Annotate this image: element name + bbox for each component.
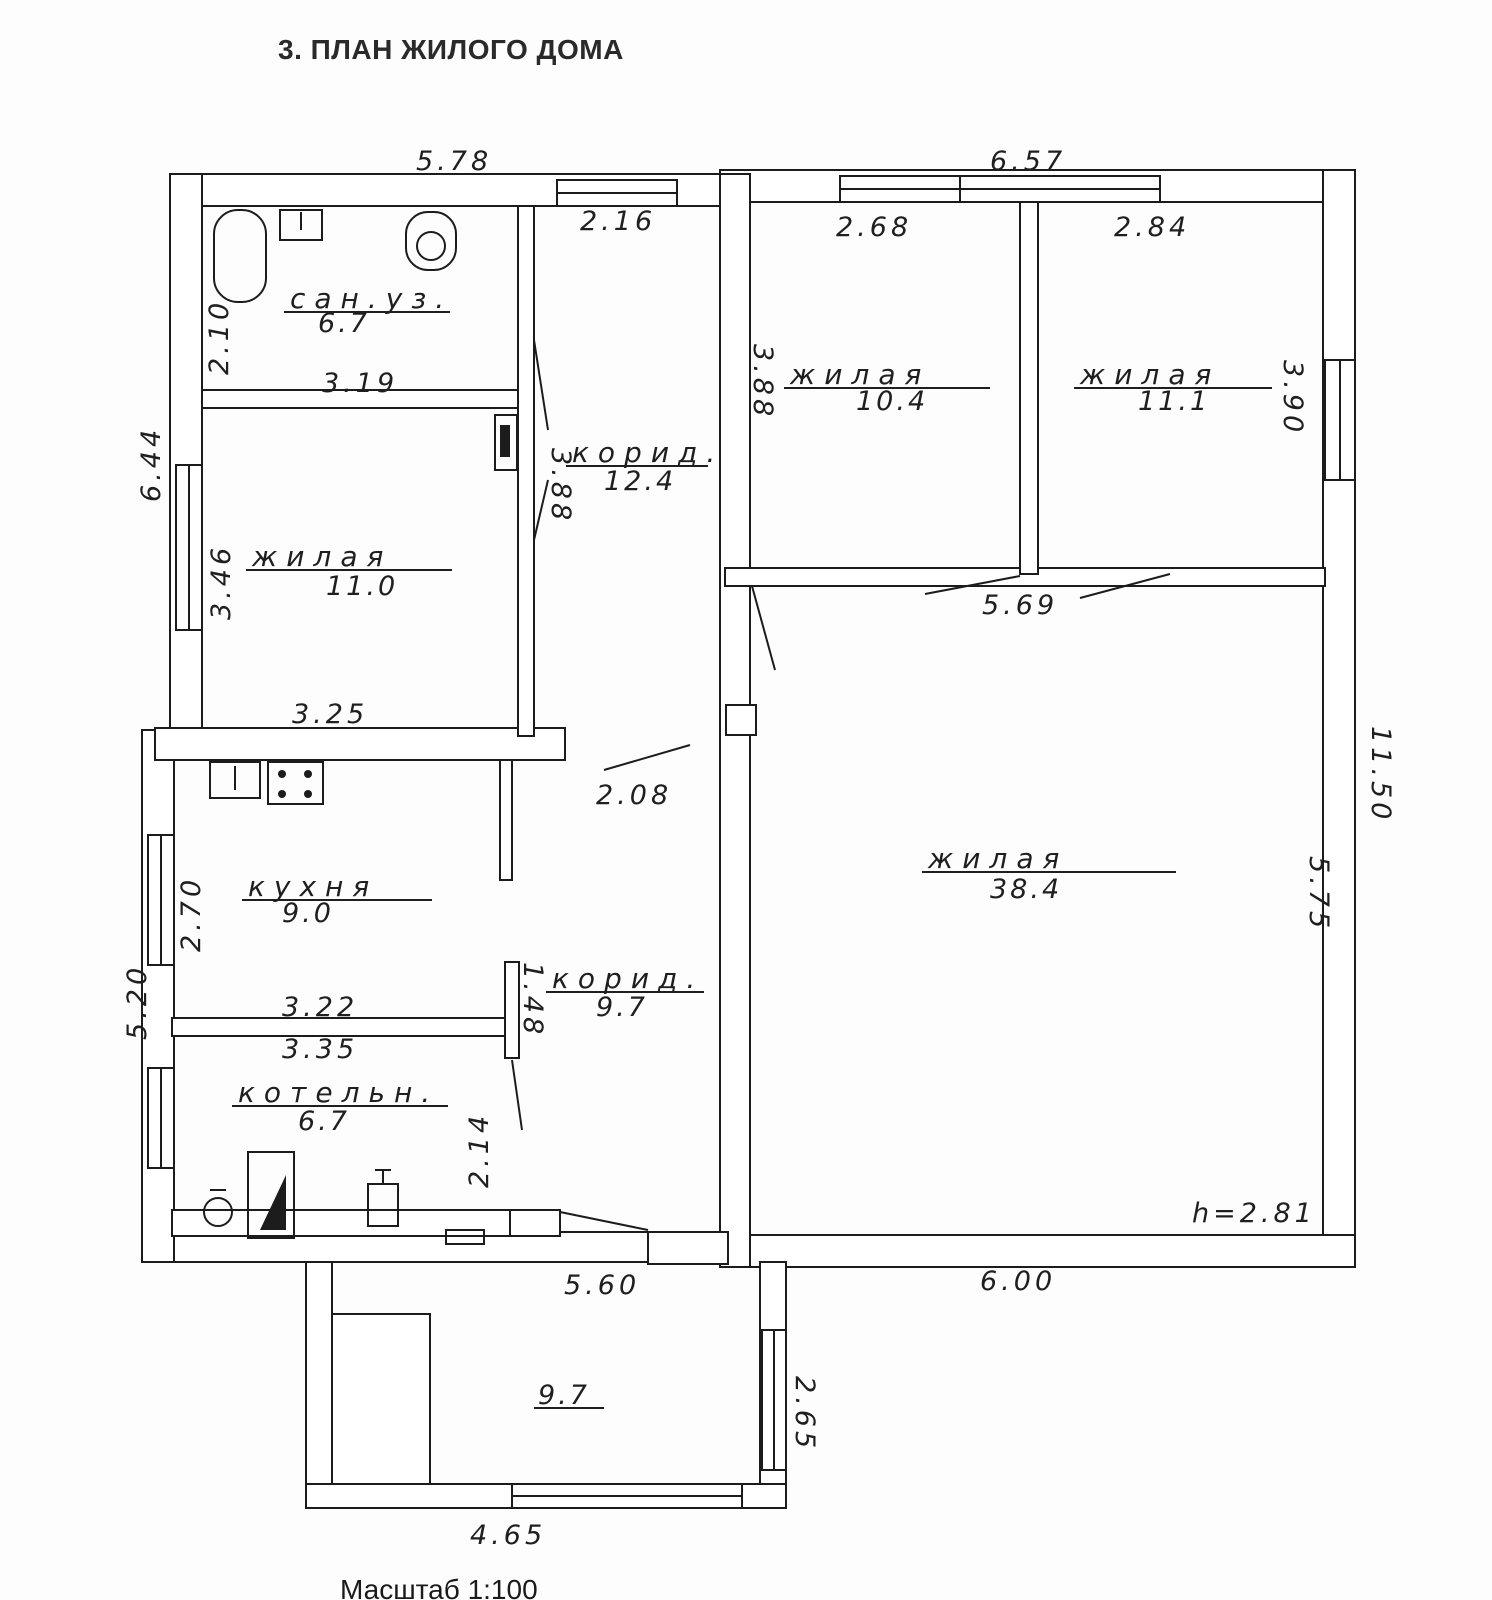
door-bathroom bbox=[533, 339, 549, 431]
dim-boiler-side: 2.14 bbox=[464, 1112, 495, 1188]
dimension-labels: 5.78 6.57 2.16 2.68 2.84 2.10 3.19 3.88 … bbox=[122, 146, 1396, 1551]
room-name-corridor-1: корид. bbox=[572, 436, 724, 469]
room-name-living-3: жилая bbox=[1079, 358, 1220, 391]
room-area-living-3: 11.1 bbox=[1138, 386, 1210, 417]
room-name-boiler: котельн. bbox=[238, 1076, 439, 1109]
windows bbox=[147, 175, 1356, 1509]
dim-living1-bottom: 3.25 bbox=[292, 699, 368, 730]
wall-living1-bottom bbox=[154, 727, 566, 761]
room-name-living-1: жилая bbox=[251, 540, 392, 573]
room-name-living-2: жилая bbox=[789, 358, 930, 391]
wall-kitchen-right bbox=[499, 759, 513, 881]
door-boiler bbox=[511, 1059, 523, 1131]
room-labels: сан.уз. 6.7 жилая 11.0 корид. 12.4 жилая… bbox=[232, 282, 1272, 1411]
dim-boiler-top: 3.35 bbox=[282, 1034, 358, 1065]
room-area-kitchen: 9.0 bbox=[282, 898, 334, 929]
dim-living1-side: 3.46 bbox=[206, 544, 237, 620]
dim-left-outer-lower: 5.20 bbox=[122, 964, 153, 1040]
dim-corridor2-side: 1.48 bbox=[517, 962, 548, 1038]
wall-left-upper bbox=[169, 173, 203, 735]
kitchen-sink-icon bbox=[209, 761, 261, 799]
wall-bottom-right bbox=[719, 1234, 1356, 1268]
room-name-bathroom: сан.уз. bbox=[290, 282, 453, 315]
boiler-icon bbox=[247, 1151, 295, 1239]
meter-icon bbox=[445, 1229, 485, 1245]
door-hall bbox=[751, 585, 776, 671]
room-area-living-4: 38.4 bbox=[990, 874, 1062, 905]
wall-right bbox=[1322, 169, 1356, 1268]
room-area-living-2: 10.4 bbox=[856, 386, 928, 417]
dim-bath-width: 3.19 bbox=[322, 368, 398, 399]
wall-corridor2-left bbox=[504, 961, 520, 1059]
dim-bath-side: 2.10 bbox=[204, 299, 235, 375]
dim-living3-side: 3.90 bbox=[1277, 360, 1308, 436]
dim-ceiling-height: h=2.81 bbox=[1192, 1198, 1316, 1229]
page-title: 3. ПЛАН ЖИЛОГО ДОМА bbox=[278, 34, 624, 65]
dim-left-outer-upper: 6.44 bbox=[136, 426, 167, 502]
room-area-bathroom: 6.7 bbox=[318, 308, 370, 339]
dim-corridor-side: 3.88 bbox=[545, 448, 576, 524]
wall-entry-stub bbox=[647, 1231, 729, 1265]
dim-living4-side: 5.75 bbox=[1303, 856, 1334, 932]
door-living2 bbox=[924, 575, 1021, 595]
dim-bottom-right: 6.00 bbox=[980, 1266, 1056, 1297]
fixtures bbox=[203, 209, 518, 1245]
room-name-kitchen: кухня bbox=[248, 870, 378, 903]
room-area-corridor-1: 12.4 bbox=[604, 466, 676, 497]
dim-top-left: 5.78 bbox=[416, 146, 492, 177]
door-living3 bbox=[1079, 573, 1171, 599]
scale-label: Масштаб 1:100 bbox=[340, 1574, 538, 1600]
dim-living2-top: 2.68 bbox=[836, 212, 912, 243]
room-area-living-1: 11.0 bbox=[326, 571, 398, 602]
doors bbox=[511, 339, 1171, 1231]
dim-hall-width: 2.08 bbox=[596, 780, 672, 811]
room-area-corridor-2: 9.7 bbox=[596, 992, 648, 1023]
wall-hall-stub bbox=[725, 704, 757, 736]
room-name-corridor-2: корид. bbox=[552, 962, 704, 995]
dim-living3-top: 2.84 bbox=[1114, 212, 1190, 243]
stove-flue-icon bbox=[494, 414, 518, 471]
dim-kitchen-side: 2.70 bbox=[176, 876, 207, 952]
pump-icon bbox=[203, 1197, 233, 1227]
sink-icon bbox=[279, 209, 323, 241]
room-area-veranda: 9.7 bbox=[538, 1380, 590, 1411]
veranda-block bbox=[331, 1313, 431, 1485]
wall-veranda-left bbox=[305, 1261, 333, 1499]
toilet-icon bbox=[405, 211, 457, 271]
wall-boiler-bottom bbox=[171, 1209, 513, 1237]
dim-hall-bottom: 5.69 bbox=[982, 590, 1058, 621]
dim-living2-side: 3.88 bbox=[747, 344, 778, 420]
dim-veranda-side: 2.65 bbox=[789, 1376, 820, 1452]
wall-boiler-stub bbox=[509, 1209, 561, 1237]
wall-left-lower bbox=[141, 729, 175, 1263]
dim-veranda-bottom: 4.65 bbox=[470, 1520, 546, 1551]
dim-top-right: 6.57 bbox=[990, 146, 1066, 177]
room-area-boiler: 6.7 bbox=[298, 1106, 350, 1137]
dim-corridor-top: 2.16 bbox=[580, 206, 656, 237]
kitchen-stove-icon bbox=[267, 761, 324, 805]
dim-kitchen-bottom: 3.22 bbox=[282, 992, 358, 1023]
dim-right-outer: 11.50 bbox=[1365, 726, 1396, 823]
wall-bedrooms-divider bbox=[1019, 201, 1039, 575]
wall-corridor-left bbox=[517, 205, 535, 737]
door-living1 bbox=[533, 479, 549, 541]
bathtub-icon bbox=[213, 209, 267, 303]
room-name-living-4: жилая bbox=[927, 842, 1068, 875]
dim-bottom-left: 5.60 bbox=[564, 1270, 640, 1301]
door-entry bbox=[559, 1211, 649, 1231]
door-kitchen bbox=[603, 744, 691, 771]
